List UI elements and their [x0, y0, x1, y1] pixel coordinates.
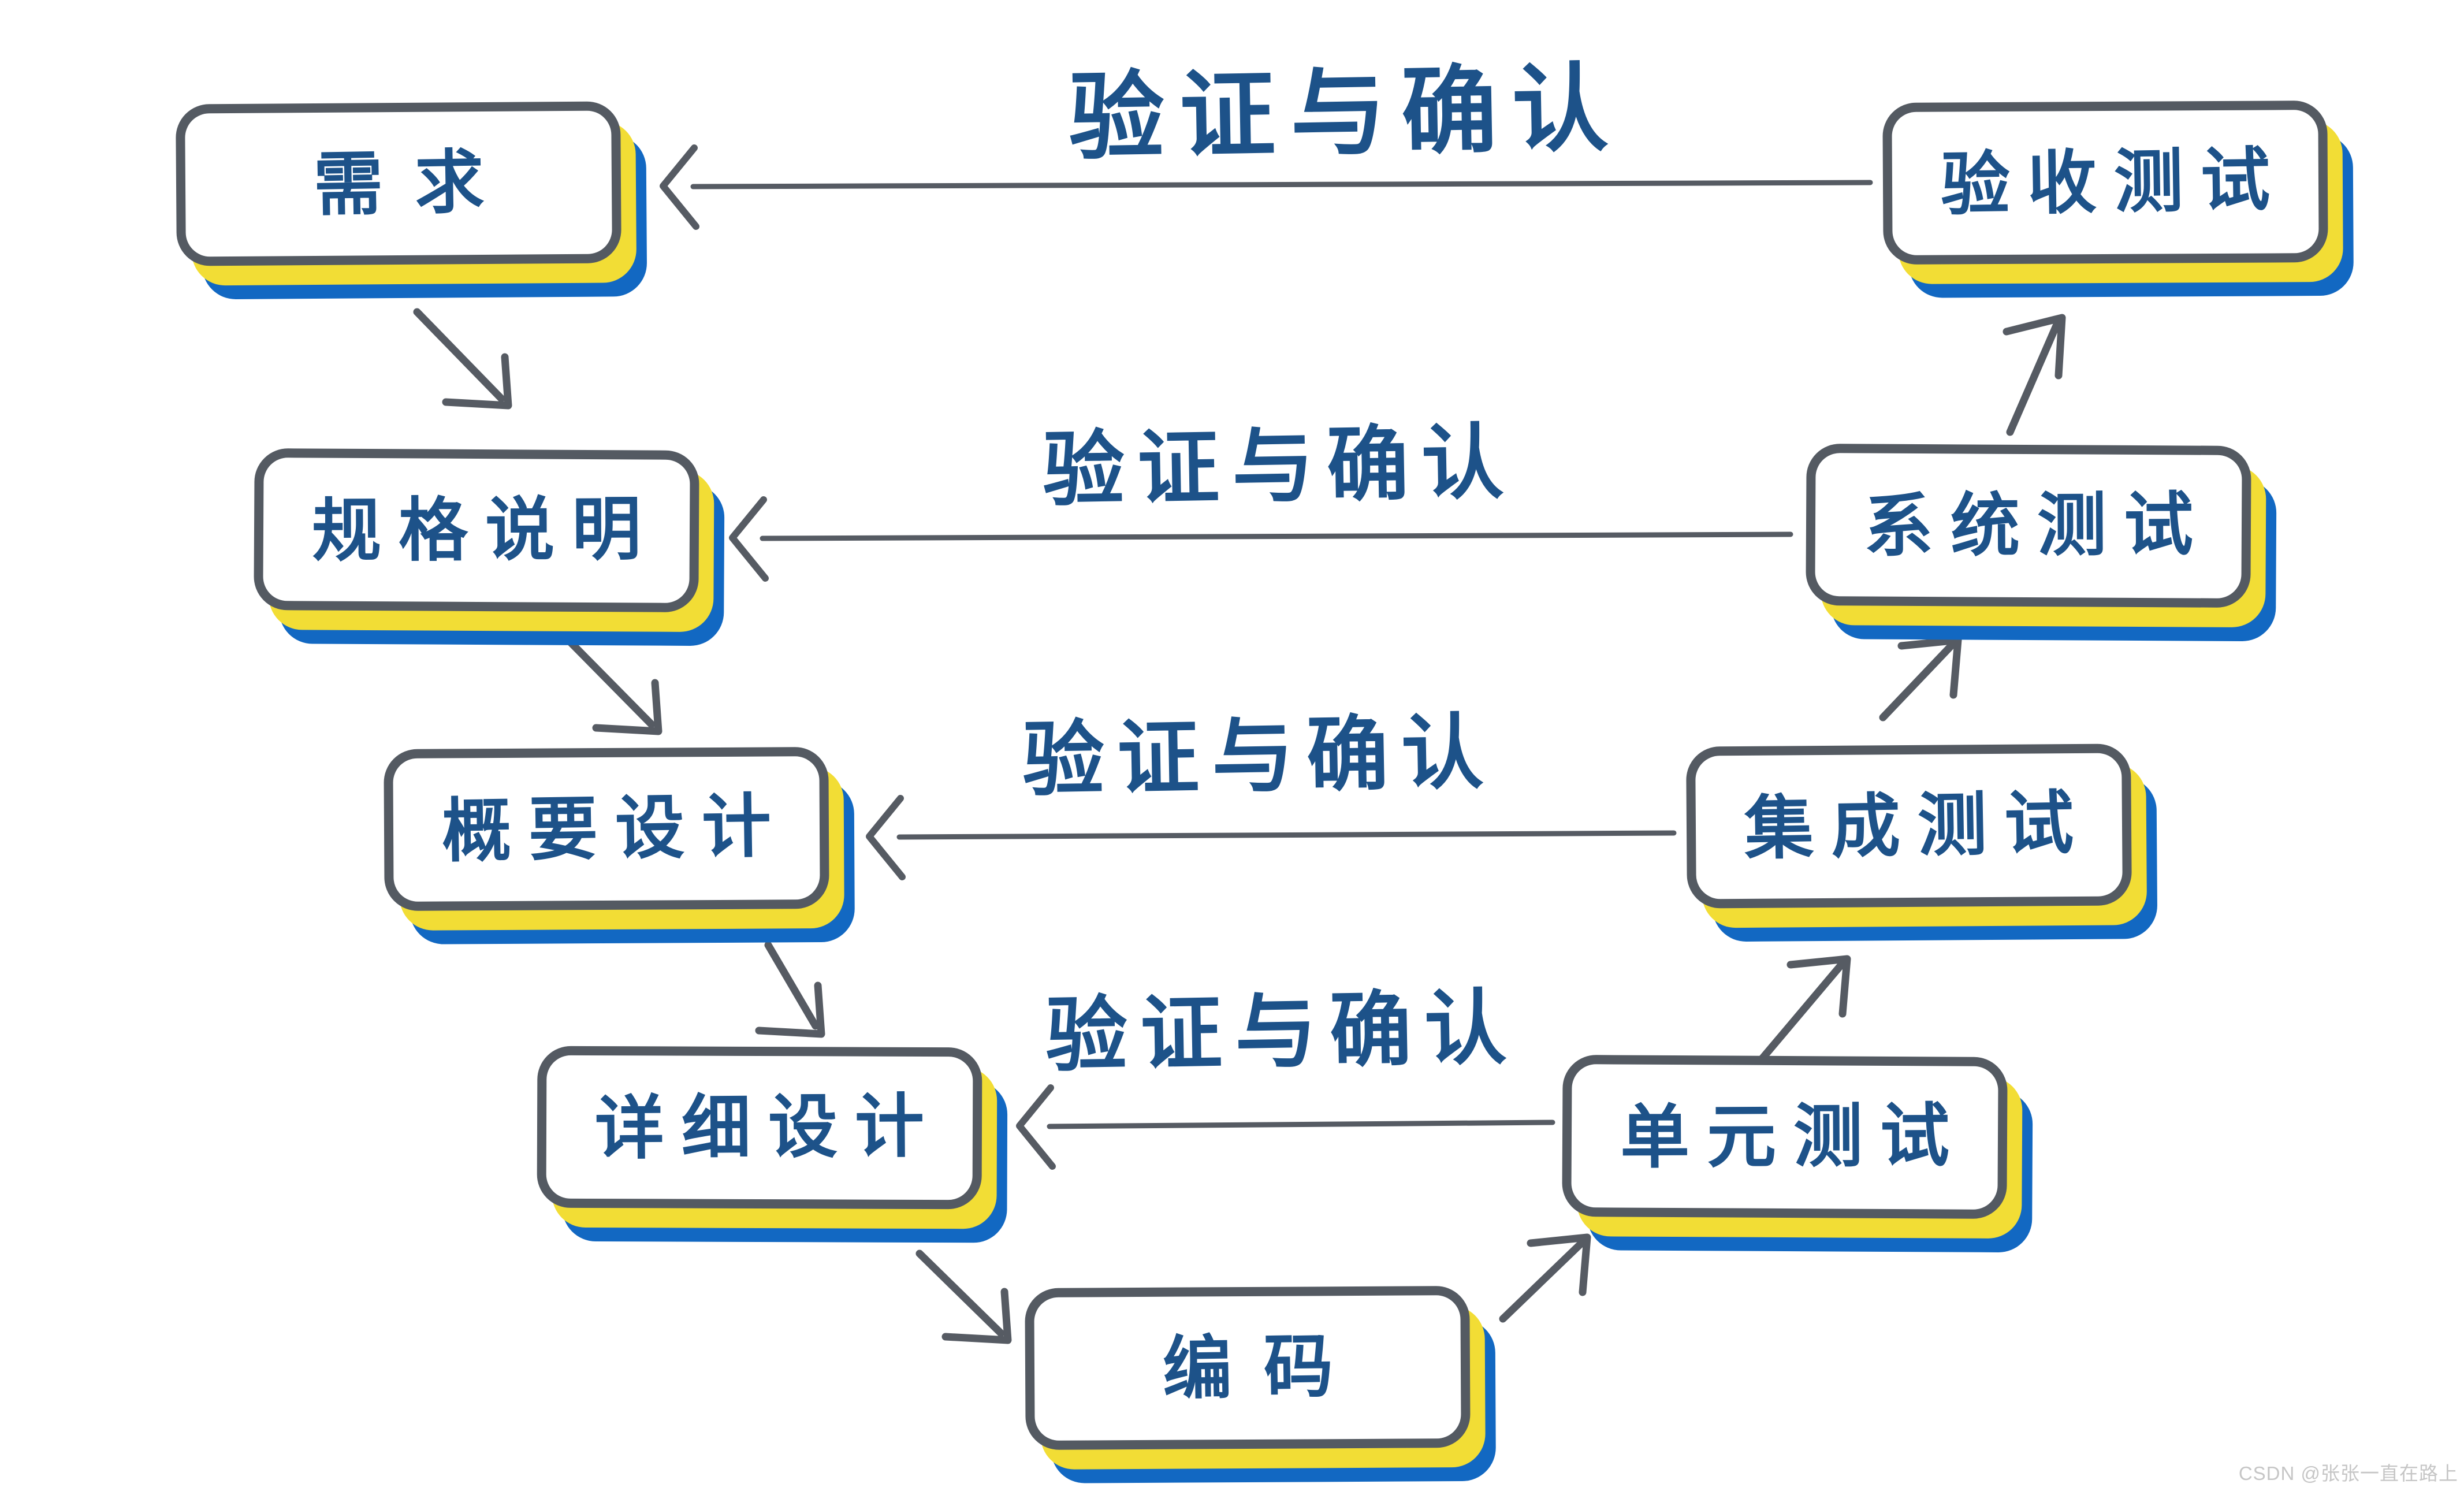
arrow-verification-acceptance-to-requirements: [660, 144, 1873, 230]
node-coding-label: 编码: [1162, 1327, 1365, 1408]
edge-label-verification-2: 验证与确认: [1041, 416, 1517, 517]
node-high-level-design: 概要设计: [384, 746, 829, 912]
node-integration-testing: 集成测试: [1686, 743, 2132, 909]
node-acceptance-testing: 验收测试: [1882, 100, 2328, 265]
arrow-flow-specification-to-hld: [563, 635, 662, 735]
arrow-flow-system-to-acceptance: [2003, 314, 2066, 436]
arrow-flow-coding-to-unit: [1499, 1233, 1591, 1323]
node-high-level-design-label: 概要设计: [441, 787, 790, 871]
node-detailed-design-label: 详细设计: [594, 1087, 942, 1167]
node-unit-testing: 单元测试: [1562, 1054, 2008, 1219]
arrow-flow-hld-to-detailed: [755, 941, 825, 1038]
node-system-testing: 系统测试: [1806, 443, 2251, 608]
node-acceptance-testing-label: 验收测试: [1940, 141, 2288, 224]
node-integration-testing-label: 集成测试: [1743, 784, 2092, 868]
arrow-verification-system-to-specification: [729, 496, 1793, 582]
node-requirements: 需求: [176, 101, 621, 266]
node-specification-label: 规格说明: [311, 490, 659, 570]
node-unit-testing-label: 单元测试: [1620, 1097, 1967, 1177]
arrow-verification-unit-to-detailed: [1016, 1084, 1555, 1170]
watermark-text: CSDN @张张一直在路上: [2238, 1463, 2458, 1484]
edge-label-verification-3: 验证与确认: [1021, 706, 1497, 807]
node-requirements-label: 需求: [312, 143, 516, 224]
node-detailed-design: 详细设计: [537, 1046, 982, 1210]
arrow-flow-detailed-to-coding: [915, 1249, 1012, 1344]
arrow-flow-requirements-to-specification: [413, 308, 512, 410]
node-system-testing-label: 系统测试: [1863, 486, 2211, 566]
arrow-flow-integration-to-system: [1879, 636, 1962, 722]
edge-label-verification-4: 验证与确认: [1044, 981, 1520, 1083]
node-coding: 编码: [1025, 1285, 1471, 1451]
node-specification: 规格说明: [254, 448, 699, 613]
arrow-verification-integration-to-hld: [866, 795, 1677, 880]
edge-label-verification-1: 验证与确认: [1067, 55, 1624, 172]
arrow-flow-unit-to-integration: [1753, 955, 1851, 1069]
